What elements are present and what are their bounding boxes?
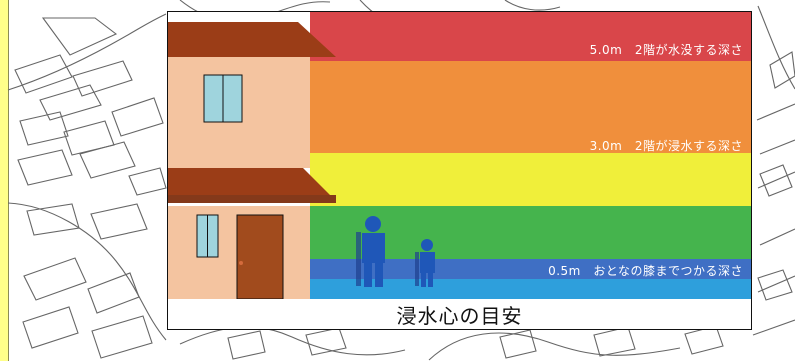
adult-left-leg: [364, 263, 372, 287]
people-silhouettes: [356, 216, 435, 287]
child-right-leg: [428, 273, 433, 287]
adult-body: [362, 233, 385, 263]
adult-shadow: [356, 232, 361, 286]
child-body: [420, 252, 435, 273]
door-knob: [239, 261, 243, 265]
child-left-leg: [421, 273, 426, 287]
adult-head: [365, 216, 381, 232]
depth-label-3m: 3.0m 2階が浸水する深さ: [589, 139, 743, 153]
left-yellow-margin: [0, 0, 9, 361]
upper-roof: [168, 22, 336, 57]
child-head: [421, 239, 433, 251]
lower-roof: [168, 168, 336, 201]
adult-figure: [356, 216, 385, 287]
orange-band: [310, 61, 751, 153]
flood-depth-diagram: 5.0m 2階が水没する深さ 3.0m 2階が浸水する深さ 0.5m おとなの膝…: [167, 11, 752, 330]
red-band: [310, 12, 751, 61]
depth-label-5m: 5.0m 2階が水没する深さ: [589, 43, 743, 57]
yellow-band: [310, 153, 751, 206]
house-illustration: [168, 22, 336, 300]
child-figure: [415, 239, 435, 287]
lower-roof-shadow: [168, 195, 336, 203]
caption-box: 浸水心の目安: [168, 299, 751, 329]
flood-depth-illustration: [168, 12, 751, 300]
cyan-band: [310, 279, 751, 299]
depth-label-0-5m: 0.5m おとなの膝までつかる深さ: [548, 264, 743, 278]
diagram-caption: 浸水心の目安: [396, 303, 523, 328]
adult-right-leg: [375, 263, 383, 287]
child-shadow: [415, 252, 419, 286]
house-door: [236, 214, 284, 300]
